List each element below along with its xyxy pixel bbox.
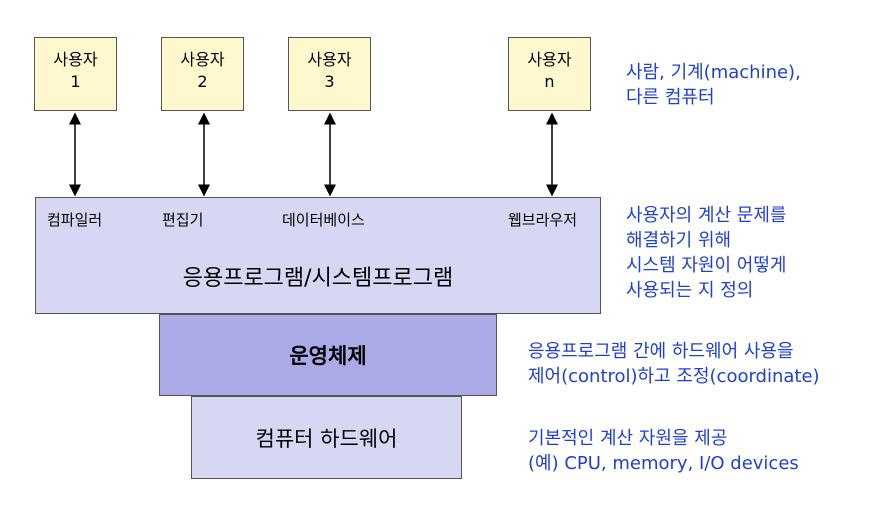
apps-layer-title: 응용프로그램/시스템프로그램	[182, 266, 454, 291]
note-line: 응용프로그램 간에 하드웨어 사용을	[528, 341, 794, 362]
user-id: 2	[197, 72, 208, 91]
user-id: 3	[324, 72, 335, 91]
note-hardware: 기본적인 계산 자원을 제공 (예) CPU, memory, I/O devi…	[528, 426, 799, 476]
note-line: 해결하기 위해	[626, 230, 732, 251]
note-line: 시스템 자원이 어떻게	[626, 255, 787, 276]
note-line: (예) CPU, memory, I/O devices	[528, 453, 799, 474]
app-label-browser: 웹브라우저	[508, 211, 578, 229]
note-line: 사용자의 계산 문제를	[626, 205, 787, 226]
os-layer-title: 운영체제	[289, 344, 367, 368]
hardware-layer-title: 컴퓨터 하드웨어	[255, 426, 398, 451]
note-line: 제어(control)하고 조정(coordinate)	[528, 366, 820, 387]
apps-layer: 컴파일러 편집기 데이터베이스 웹브라우저 응용프로그램/시스템프로그램	[35, 197, 601, 314]
note-users: 사람, 기계(machine), 다른 컴퓨터	[626, 60, 801, 110]
note-apps: 사용자의 계산 문제를 해결하기 위해 시스템 자원이 어떻게 사용되는 지 정…	[626, 203, 786, 303]
app-label-compiler: 컴파일러	[47, 211, 103, 229]
note-line: 사람, 기계(machine),	[626, 62, 801, 83]
note-line: 기본적인 계산 자원을 제공	[528, 428, 728, 449]
note-os: 응용프로그램 간에 하드웨어 사용을 제어(control)하고 조정(coor…	[528, 339, 820, 389]
user-label: 사용자	[307, 50, 352, 69]
os-layer: 운영체제	[159, 314, 497, 396]
user-box-2: 사용자 2	[161, 37, 244, 111]
hardware-layer: 컴퓨터 하드웨어	[191, 396, 462, 479]
user-box-3: 사용자 3	[288, 37, 371, 111]
user-label: 사용자	[527, 50, 572, 69]
user-box-n: 사용자 n	[508, 37, 591, 111]
user-label: 사용자	[180, 50, 225, 69]
user-id: n	[544, 72, 555, 91]
note-line: 사용되는 지 정의	[626, 280, 754, 301]
user-label: 사용자	[53, 50, 98, 69]
note-line: 다른 컴퓨터	[626, 87, 715, 108]
user-box-1: 사용자 1	[34, 37, 117, 111]
user-id: 1	[70, 72, 81, 91]
app-label-database: 데이터베이스	[282, 211, 365, 229]
app-label-editor: 편집기	[162, 211, 204, 229]
